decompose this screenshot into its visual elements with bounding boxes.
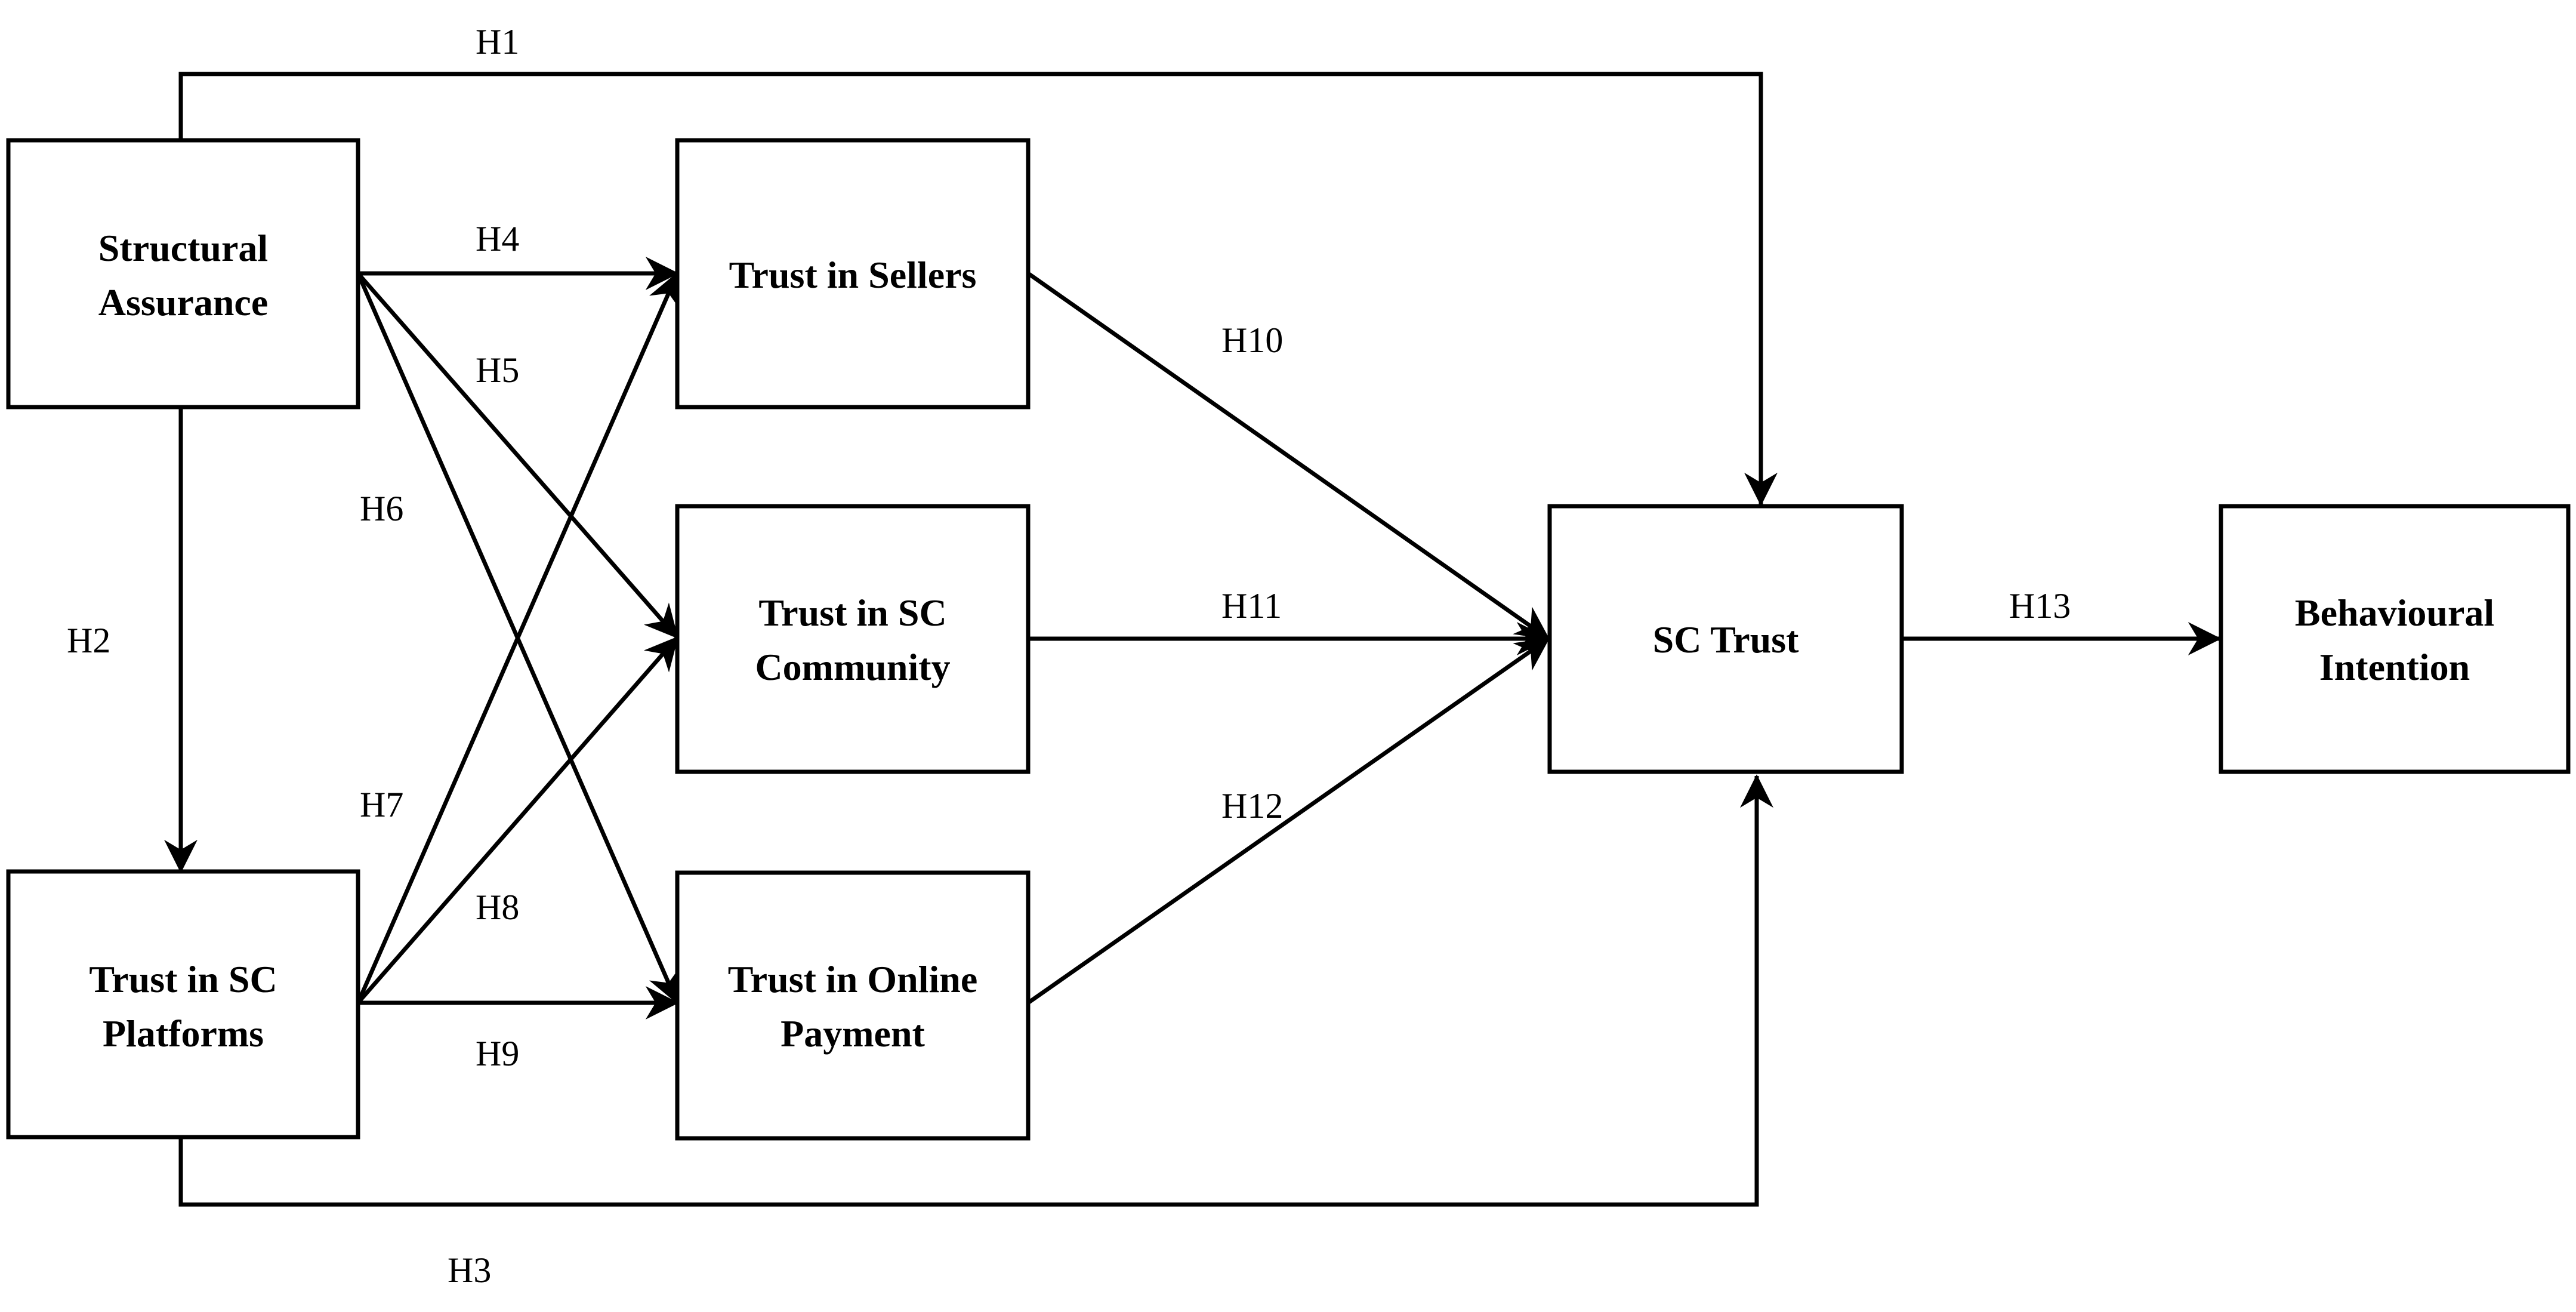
node-trust-in-online-payment-line2: Payment <box>780 1012 925 1055</box>
edge-h1 <box>178 72 1778 506</box>
edge-h12 <box>1026 637 1550 1005</box>
node-trust-in-sellers: Trust in Sellers <box>675 138 1031 409</box>
hypothesis-labels: H1 H2 H3 H4 H5 H6 H7 H8 H9 H10 H11 H12 H… <box>67 22 2071 1290</box>
label-h1: H1 <box>476 22 519 61</box>
node-behavioural-intention-line2: Intention <box>2319 646 2470 688</box>
node-structural-assurance-line1: Structural <box>98 227 268 269</box>
label-h11: H11 <box>1221 586 1282 626</box>
edge-h7 <box>356 272 680 1004</box>
node-trust-sc-platforms-line1: Trust in SC <box>89 958 277 1000</box>
label-h3: H3 <box>448 1251 491 1290</box>
edge-h10 <box>1026 272 1550 640</box>
label-h7: H7 <box>360 785 403 824</box>
node-structural-assurance-line2: Assurance <box>98 281 268 324</box>
node-sc-trust: SC Trust <box>1547 504 1904 774</box>
edge-h8 <box>356 636 679 1005</box>
node-trust-sc-platforms: Trust in SC Platforms <box>6 869 360 1139</box>
label-h8: H8 <box>476 888 519 927</box>
node-structural-assurance: Structural Assurance <box>6 138 360 409</box>
node-sc-trust-line1: SC Trust <box>1653 618 1800 661</box>
node-trust-in-online-payment-line1: Trust in Online <box>728 958 977 1000</box>
node-trust-in-sc-community-line2: Community <box>755 646 950 688</box>
label-h4: H4 <box>476 219 519 258</box>
label-h10: H10 <box>1221 321 1283 360</box>
label-h5: H5 <box>476 350 519 390</box>
edge-h5 <box>356 272 679 639</box>
edges <box>164 72 2222 1207</box>
label-h13: H13 <box>2009 586 2071 626</box>
node-trust-sc-platforms-line2: Platforms <box>103 1012 264 1055</box>
label-h2: H2 <box>67 621 110 660</box>
label-h12: H12 <box>1221 786 1283 826</box>
node-trust-in-sc-community: Trust in SC Community <box>675 504 1031 774</box>
label-h6: H6 <box>360 489 403 528</box>
node-behavioural-intention-line1: Behavioural <box>2295 592 2494 634</box>
node-behavioural-intention: Behavioural Intention <box>2219 504 2571 774</box>
node-trust-in-sellers-line1: Trust in Sellers <box>729 254 977 296</box>
node-trust-in-online-payment: Trust in Online Payment <box>675 870 1031 1141</box>
label-h9: H9 <box>476 1034 519 1073</box>
edge-h3 <box>178 774 1773 1207</box>
node-trust-in-sc-community-line1: Trust in SC <box>758 592 946 634</box>
